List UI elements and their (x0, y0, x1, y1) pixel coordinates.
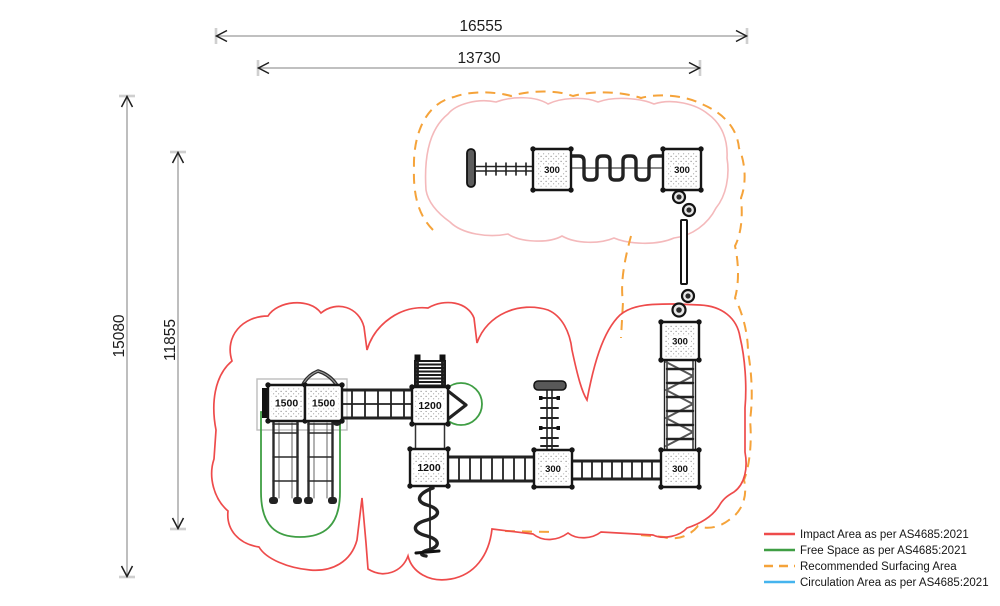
connector-beam (671, 189, 697, 318)
platform-300: 300 (531, 447, 575, 490)
monkey-bars-left (446, 455, 536, 483)
bridge (340, 388, 414, 420)
dimension-value: 15080 (111, 314, 128, 357)
balance-beam-link (680, 219, 688, 285)
dimension-top-outer: 16555 (214, 18, 749, 44)
platform-1500: 1500 (265, 382, 308, 424)
platform-300: 300 (658, 447, 702, 490)
climbing-ramp (414, 354, 446, 391)
free-space-outline-slide (260, 411, 341, 538)
platform-1200: 1200 (407, 446, 451, 489)
platform-label: 300 (674, 165, 690, 176)
dimensions: 16555 13730 15080 11855 (111, 18, 749, 579)
impact-area-outline-upper (424, 96, 729, 245)
platform-300: 300 (530, 146, 574, 193)
balance-beam (466, 148, 534, 188)
corkscrew-climber (413, 486, 441, 558)
pole-triangle (446, 389, 468, 421)
deck-connector (414, 423, 446, 450)
monkey-bars-right (570, 459, 663, 481)
platform-1200: 1200 (409, 384, 451, 427)
equipment (262, 148, 697, 558)
double-slide (269, 419, 337, 504)
dimension-top-inner: 13730 (256, 50, 702, 76)
platform-300: 300 (660, 146, 704, 193)
legend-label: Circulation Area as per AS4685:2021 (800, 577, 989, 589)
dimension-value: 16555 (459, 18, 502, 35)
vertical-ladder (533, 380, 567, 452)
platform-label: 300 (545, 464, 561, 475)
serpentine-traverse (569, 154, 665, 182)
dimension-left-outer: 15080 (111, 94, 135, 579)
zigzag-climber (663, 359, 697, 451)
platform-label: 300 (672, 337, 688, 348)
platform-label: 1200 (418, 400, 442, 412)
platform-label: 1500 (312, 398, 336, 410)
platforms: 300 300 300 300 (265, 146, 704, 490)
dimension-value: 13730 (457, 50, 500, 67)
legend-label: Free Space as per AS4685:2021 (800, 545, 967, 557)
platform-label: 1200 (417, 462, 441, 474)
legend-label: Impact Area as per AS4685:2021 (800, 529, 969, 541)
platform-label: 1500 (275, 398, 299, 410)
area-outlines (210, 90, 753, 581)
legend-label: Recommended Surfacing Area (800, 561, 957, 573)
impact-area-outline-main (210, 301, 747, 581)
platform-1500: 1500 (303, 382, 345, 424)
dimension-value: 11855 (162, 319, 179, 361)
platform-label: 300 (544, 165, 560, 176)
dimension-left-inner: 11855 (162, 150, 186, 531)
legend: Impact Area as per AS4685:2021 Free Spac… (764, 529, 989, 589)
platform-300: 300 (658, 319, 702, 363)
platform-label: 300 (672, 464, 688, 475)
